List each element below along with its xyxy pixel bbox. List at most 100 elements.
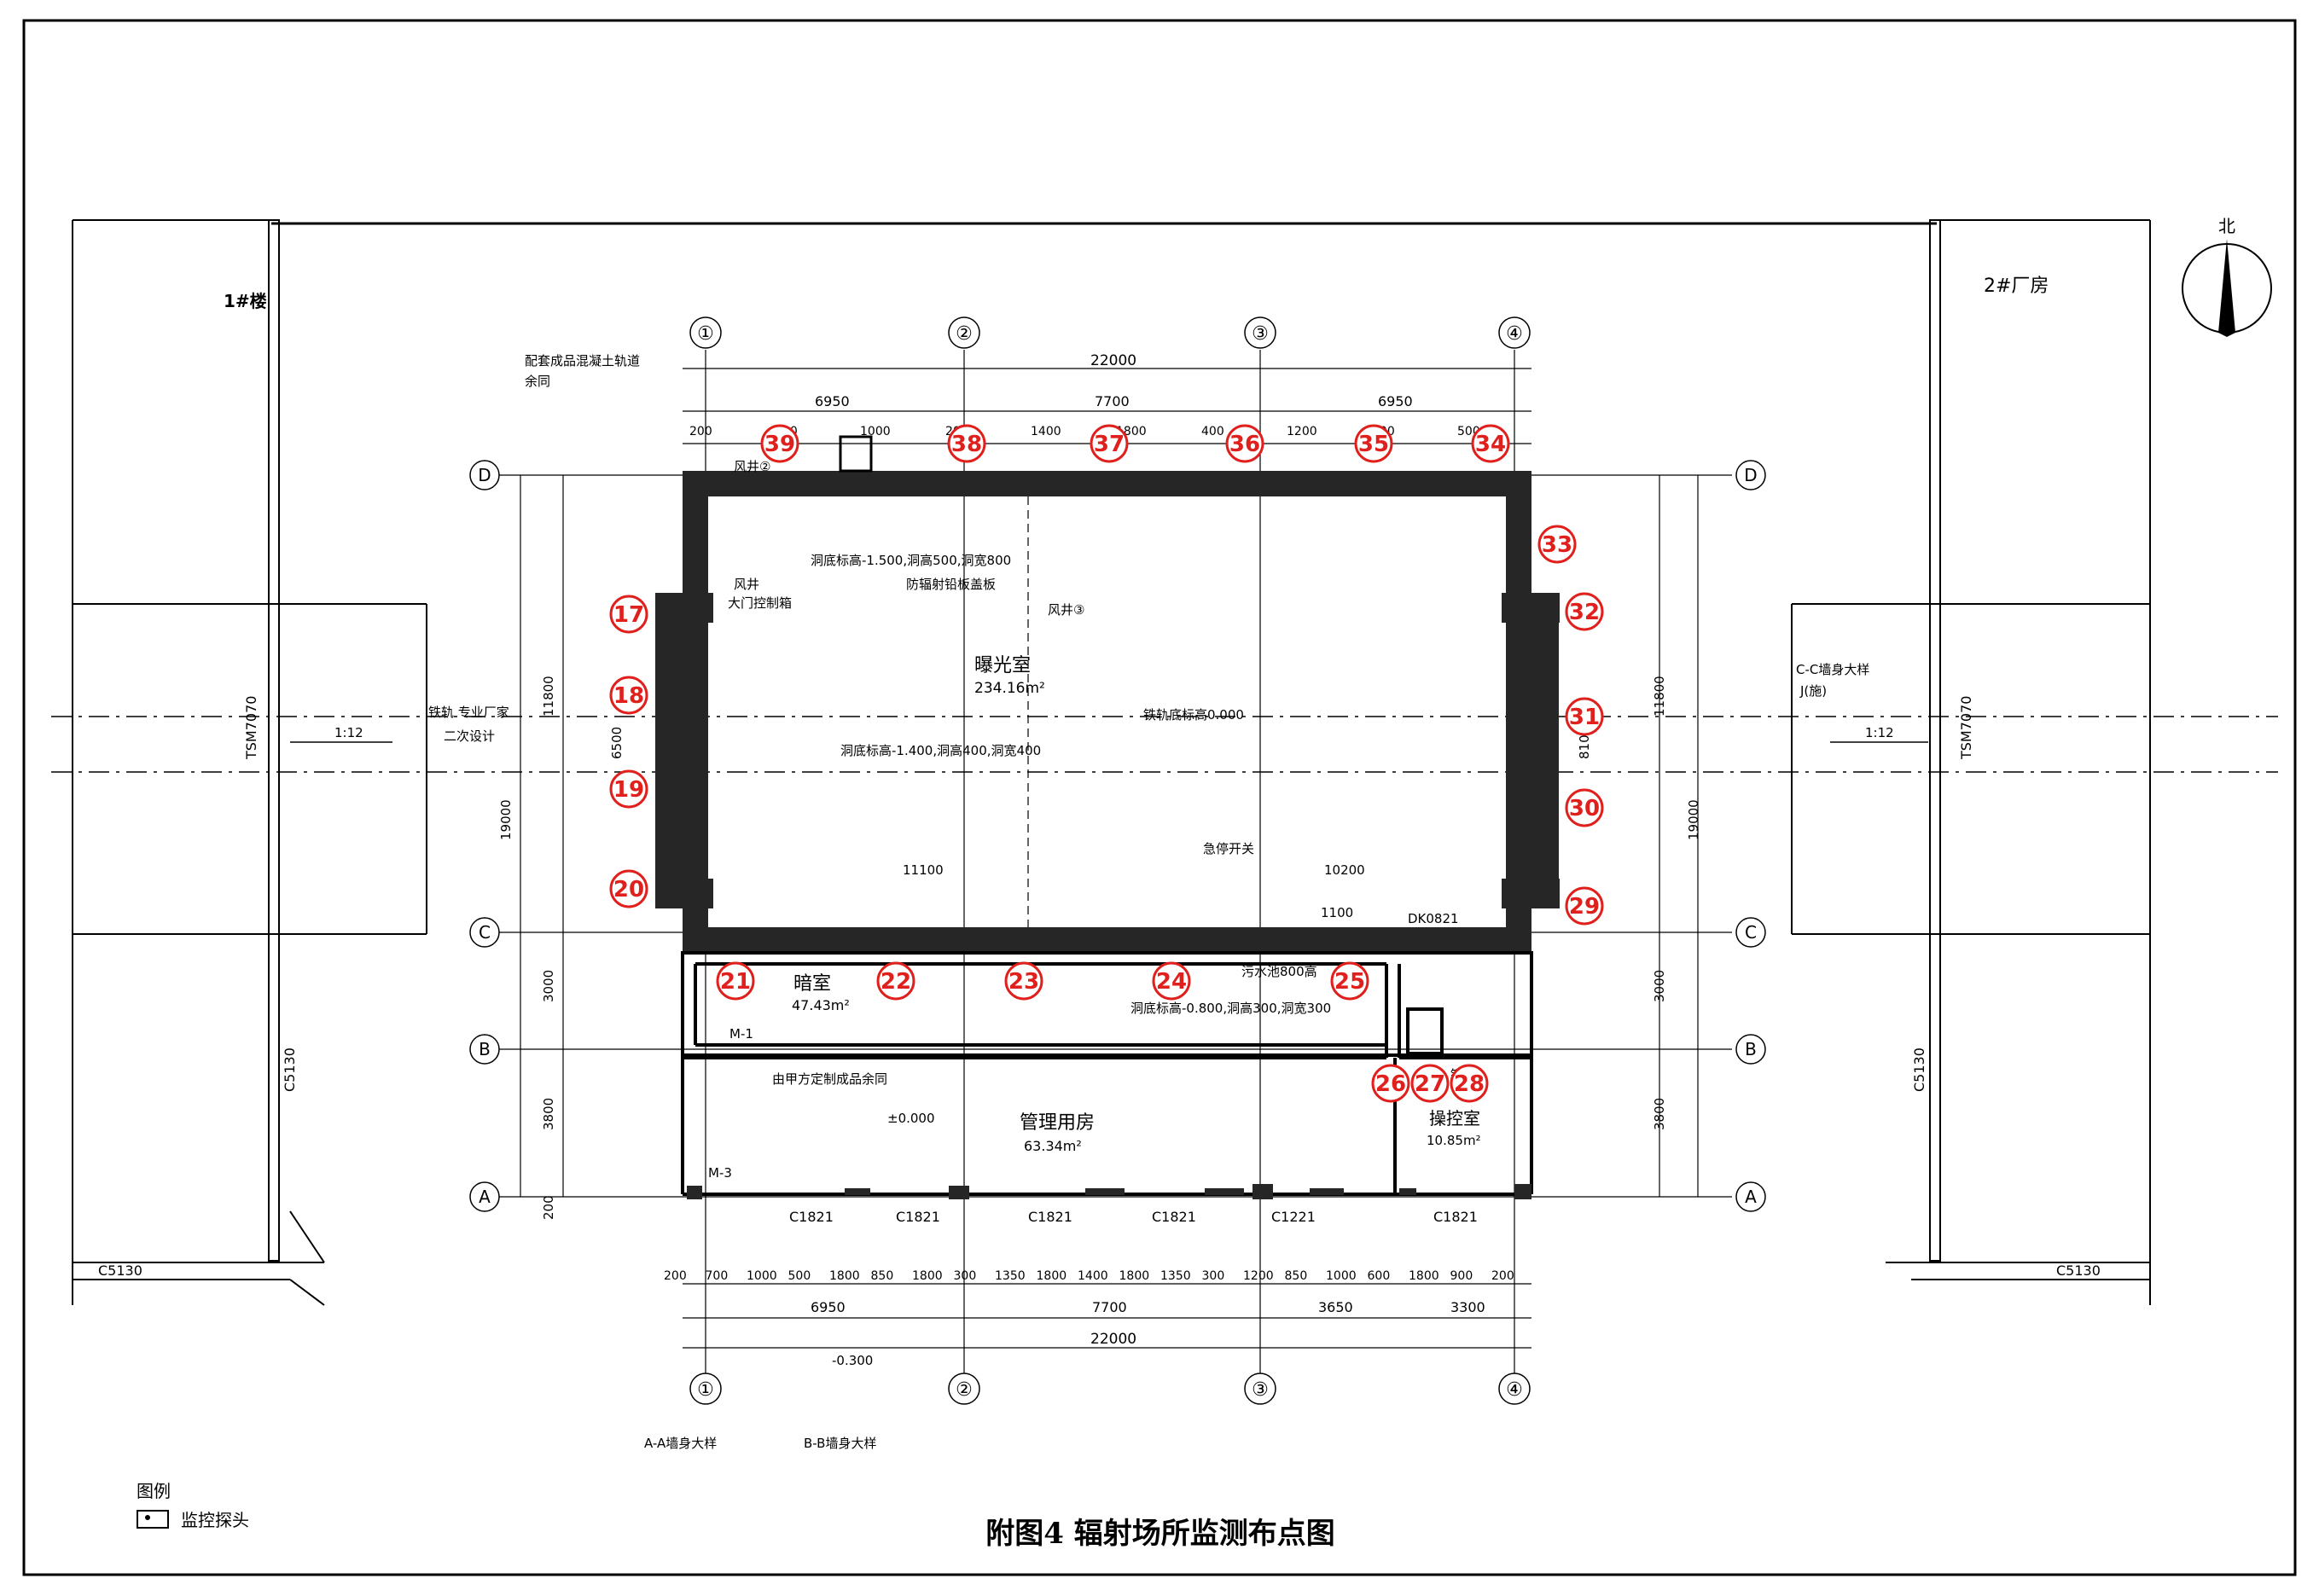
monitoring-point-35: 35 <box>1354 424 1393 463</box>
point-number: 20 <box>613 877 644 902</box>
monitoring-point-37: 37 <box>1090 424 1129 463</box>
monitoring-point-33: 33 <box>1537 525 1577 564</box>
annotation-note: 洞底标高-0.800,洞高300,洞宽300 <box>1130 1001 1331 1016</box>
management-room-name: 管理用房 <box>1020 1112 1095 1134</box>
point-marker <box>1152 961 1191 1001</box>
point-marker <box>716 961 755 1001</box>
north-label: 北 <box>2218 216 2235 236</box>
window-label-4: C1821 <box>1152 1209 1196 1225</box>
top-subdim: 1400 <box>1031 425 1061 438</box>
bottom-subdim: 1800 <box>1037 1269 1067 1283</box>
side-dim-3800-right: 3800 <box>1652 1098 1667 1130</box>
point-number: 17 <box>613 602 644 628</box>
point-number: 25 <box>1334 969 1365 995</box>
side-dim-200-left: 200 <box>541 1195 556 1220</box>
bottom-subdim: 1350 <box>1160 1269 1191 1283</box>
annotation-note: A-A墙身大样 <box>644 1436 717 1451</box>
point-number: 33 <box>1542 532 1572 558</box>
axis-label-D: D <box>478 465 491 485</box>
monitoring-point-21: 21 <box>716 961 755 1001</box>
left-building <box>72 219 427 1306</box>
bottom-subdim: 900 <box>1450 1269 1473 1283</box>
point-marker <box>1004 961 1043 1001</box>
darkroom-area: 47.43m² <box>792 997 850 1013</box>
axis-label-A: A <box>479 1187 491 1207</box>
monitoring-point-24: 24 <box>1152 961 1191 1001</box>
monitoring-point-19: 19 <box>609 769 648 809</box>
axis-bubble-A <box>469 1181 500 1212</box>
point-number: 24 <box>1156 969 1187 995</box>
slope-left: 1:12 <box>334 725 363 740</box>
top-dim-2: 7700 <box>1095 393 1130 409</box>
axis-bubble-C <box>469 917 500 948</box>
bottom-subdim: 500 <box>788 1269 811 1283</box>
axis-bubble-B <box>1735 1034 1766 1065</box>
annotation-note: M-1 <box>729 1026 753 1042</box>
monitoring-point-26: 26 <box>1371 1064 1410 1103</box>
side-dim-11800-right: 11800 <box>1652 676 1667 717</box>
window-label-8: C5130 <box>1911 1048 1927 1092</box>
bottom-subdim: 700 <box>706 1269 729 1283</box>
axis-label-4: ④ <box>1506 1379 1523 1401</box>
axis-bubble-3 <box>1244 316 1276 349</box>
bottom-subdim: 850 <box>1285 1269 1308 1283</box>
figure-caption: 附图4 辐射场所监测布点图 <box>985 1517 1335 1551</box>
bottom-subdim: 200 <box>664 1269 687 1283</box>
right-building-label: 2#厂房 <box>1984 276 2049 297</box>
tsm-label-left: TSM7070 <box>243 696 259 760</box>
side-dim-6500-left: 6500 <box>609 727 625 759</box>
point-marker <box>1410 1064 1450 1103</box>
axis-label-2: ② <box>956 1379 973 1401</box>
point-marker <box>1330 961 1369 1001</box>
point-marker <box>1537 525 1577 564</box>
point-number: 28 <box>1454 1071 1485 1097</box>
point-marker <box>760 424 799 463</box>
point-number: 26 <box>1375 1071 1406 1097</box>
point-number: 19 <box>613 777 644 803</box>
annotation-note: 11100 <box>903 862 944 878</box>
annotation-note: 铁轨 专业厂家 <box>428 705 509 720</box>
monitoring-point-23: 23 <box>1004 961 1043 1001</box>
bottom-dim-3: 3650 <box>1318 1299 1353 1315</box>
window-label-5: C1221 <box>1271 1209 1316 1225</box>
axis-bubble-4 <box>1498 316 1531 349</box>
point-marker <box>609 676 648 715</box>
axis-label-A: A <box>1745 1187 1757 1207</box>
point-marker <box>1565 788 1604 827</box>
point-number: 39 <box>764 432 795 457</box>
axis-label-B: B <box>479 1039 491 1059</box>
control-room-area: 10.85m² <box>1427 1133 1481 1148</box>
management-room-area: 63.34m² <box>1024 1138 1082 1154</box>
monitoring-point-34: 34 <box>1471 424 1510 463</box>
monitoring-point-18: 18 <box>609 676 648 715</box>
annotation-note: 10200 <box>1324 862 1365 878</box>
monitoring-point-38: 38 <box>947 424 986 463</box>
annotation-note: 洞底标高-1.500,洞高500,洞宽800 <box>811 553 1011 568</box>
point-number: 22 <box>881 969 911 995</box>
window-marks <box>687 1184 1531 1199</box>
left-building-label: 1#楼 <box>224 291 267 311</box>
annotation-note: M-3 <box>708 1165 732 1181</box>
bottom-subdim: 850 <box>871 1269 894 1283</box>
bottom-dim-4: 3300 <box>1450 1299 1485 1315</box>
point-marker <box>609 769 648 809</box>
window-label-3: C1821 <box>1028 1209 1072 1225</box>
annotation-note: 1100 <box>1321 905 1353 920</box>
monitoring-point-32: 32 <box>1565 592 1604 631</box>
monitoring-point-36: 36 <box>1225 424 1264 463</box>
axis-bubble-D <box>469 460 500 490</box>
point-marker <box>1371 1064 1410 1103</box>
bottom-subdim: 1800 <box>1409 1269 1439 1283</box>
overall-dim-top: 22000 <box>1090 352 1136 369</box>
annotation-note: 配套成品混凝土轨道 <box>525 353 640 369</box>
point-marker <box>1565 886 1604 926</box>
point-marker <box>947 424 986 463</box>
axis-bubble-1 <box>689 316 722 349</box>
point-marker <box>876 961 915 1001</box>
grid-lines-vertical <box>705 350 1515 1382</box>
point-number: 29 <box>1569 894 1600 920</box>
